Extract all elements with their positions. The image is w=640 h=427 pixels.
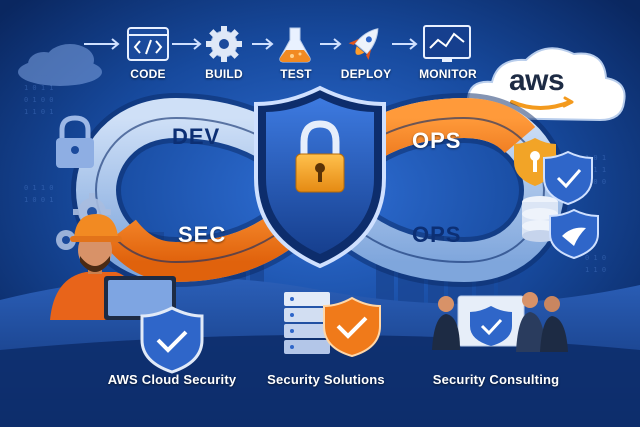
padlock-left-icon (56, 115, 94, 168)
rocket-icon (348, 28, 379, 61)
loop-dev-label: DEV (172, 124, 221, 149)
engineer-illustration (50, 214, 176, 320)
security-solutions-label: Security Solutions (267, 372, 385, 387)
svg-text:1 1 0 1: 1 1 0 1 (24, 108, 54, 116)
solutions-shield-icon (323, 296, 381, 358)
svg-text:0 1 0: 0 1 0 (585, 254, 606, 262)
lock-icon (295, 120, 345, 193)
loop-sec-label: SEC (178, 222, 227, 247)
cloud-security-shield-icon (140, 306, 204, 374)
server-rack-icon (284, 292, 330, 354)
aws-smile-icon (510, 100, 572, 110)
gear-icon (206, 26, 242, 62)
pipeline-arrows (84, 38, 418, 50)
svg-text:1 0 1 1: 1 0 1 1 (24, 84, 54, 92)
svg-text:0 1 1: 0 1 1 (585, 166, 606, 174)
loop-ops-bottom-label: OPS (412, 222, 462, 247)
loop-ops-top-label: OPS (412, 128, 462, 153)
pipeline-step-monitor-label: MONITOR (419, 67, 477, 81)
pipeline-step-code-label: CODE (130, 67, 166, 81)
pipeline-step-build-label: BUILD (205, 67, 243, 81)
eagle-shield-icon (549, 208, 599, 260)
pipeline-step-deploy-label: DEPLOY (340, 67, 392, 81)
svg-text:1 0 0 1: 1 0 0 1 (24, 196, 54, 204)
binary-decor: 1 0 1 1 0 1 0 0 1 1 0 1 0 1 1 0 1 0 0 1 1 0… (24, 84, 606, 274)
consulting-team-illustration (432, 292, 568, 352)
aws-logo-text: aws (509, 64, 565, 97)
security-consulting-label: Security Consulting (432, 372, 560, 387)
svg-text:1 0 1: 1 0 1 (585, 154, 606, 162)
svg-text:1 0 0: 1 0 0 (585, 178, 606, 186)
code-icon (127, 27, 169, 61)
check-shield-icon (543, 150, 593, 206)
cloud-left (18, 44, 102, 86)
svg-text:1 1 0: 1 1 0 (585, 266, 606, 274)
pipeline-step-test-label: TEST (280, 67, 312, 81)
svg-text:0 1 1 0: 0 1 1 0 (24, 184, 54, 192)
flask-icon (279, 27, 311, 63)
central-shield (254, 85, 386, 269)
aws-cloud-security-label: AWS Cloud Security (107, 372, 237, 387)
svg-text:0 1 0 0: 0 1 0 0 (24, 96, 54, 104)
monitor-chart-icon (423, 25, 471, 62)
hard-hat-icon (74, 214, 118, 238)
